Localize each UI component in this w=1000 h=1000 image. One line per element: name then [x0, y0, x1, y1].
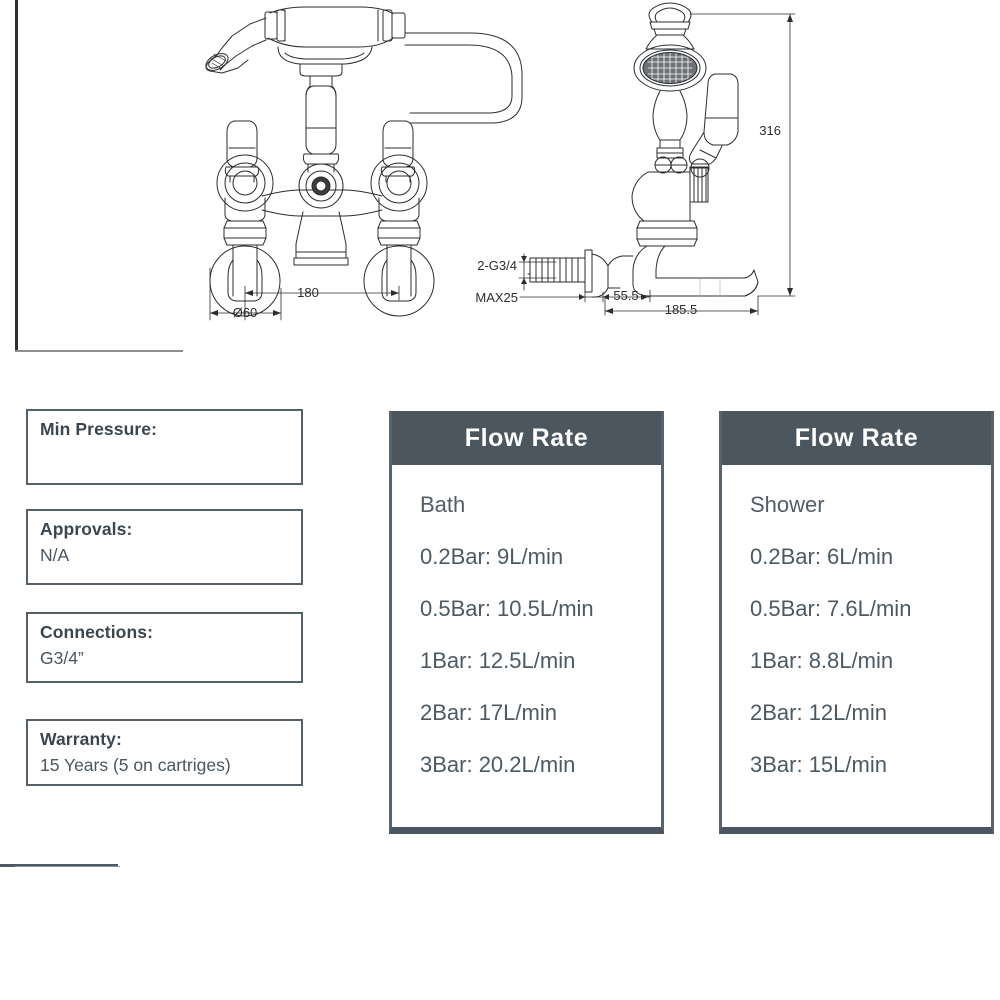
- spec-label-min-pressure: Min Pressure:: [40, 419, 158, 439]
- flow-rate-body-shower: Shower 0.2Bar: 6L/min 0.5Bar: 7.6L/min 1…: [722, 465, 991, 791]
- flow-rate-row: 0.5Bar: 10.5L/min: [420, 596, 594, 621]
- drawing-frame-left-rule: [15, 0, 18, 352]
- flow-rate-body-bath: Bath 0.2Bar: 9L/min 0.5Bar: 10.5L/min 1B…: [392, 465, 661, 791]
- spec-value-warranty: 15 Years (5 on cartriges): [40, 755, 231, 775]
- dimension-text-316: 316: [759, 123, 781, 138]
- flow-rate-row: 3Bar: 15L/min: [750, 752, 887, 777]
- flow-rate-row: 0.2Bar: 9L/min: [420, 544, 564, 569]
- flow-rate-row: 2Bar: 12L/min: [750, 700, 887, 725]
- flow-rate-panel-shower: Flow Rate Shower 0.2Bar: 6L/min 0.5Bar: …: [719, 411, 994, 834]
- faucet-technical-drawing: 180 Ø60 316 2-G3/4 MAX25 55.5 185.5: [205, 2, 796, 321]
- flow-rate-row: 1Bar: 12.5L/min: [420, 648, 576, 673]
- spec-box-approvals: Approvals: N/A: [26, 509, 303, 585]
- front-elevation-view: [205, 6, 523, 317]
- spec-value-connections: G3/4”: [40, 648, 84, 668]
- flow-rate-title-bath: Flow Rate: [464, 423, 589, 452]
- flow-rate-panel-bath: Flow Rate Bath 0.2Bar: 9L/min 0.5Bar: 10…: [389, 411, 664, 834]
- side-elevation-dimensions: [518, 13, 796, 316]
- flow-rate-subject-shower: Shower: [750, 492, 825, 517]
- spec-box-min-pressure: Min Pressure:: [26, 409, 303, 485]
- bottom-divider-rule-thin: [15, 866, 120, 867]
- flow-rate-row: 0.2Bar: 6L/min: [750, 544, 894, 569]
- flow-rate-row: 0.5Bar: 7.6L/min: [750, 596, 912, 621]
- spec-value-approvals: N/A: [40, 545, 70, 565]
- bottom-divider-rule: [0, 864, 118, 867]
- flow-rate-row: 1Bar: 8.8L/min: [750, 648, 894, 673]
- spec-label-connections: Connections:: [40, 622, 154, 642]
- spec-box-connections: Connections: G3/4”: [26, 612, 303, 683]
- flow-rate-subject-bath: Bath: [420, 492, 466, 517]
- spec-label-approvals: Approvals:: [40, 519, 133, 539]
- dimension-text-thread: 2-G3/4: [477, 258, 517, 273]
- flow-rate-row: 2Bar: 17L/min: [420, 700, 557, 725]
- dimension-text-max25: MAX25: [475, 290, 518, 305]
- dimension-text-flange-diameter: Ø60: [233, 305, 258, 320]
- side-elevation-view: [527, 2, 759, 298]
- front-elevation-dimensions: [209, 267, 400, 321]
- flow-rate-title-shower: Flow Rate: [794, 423, 919, 452]
- dimension-text-185-5: 185.5: [665, 302, 698, 317]
- flow-rate-row: 3Bar: 20.2L/min: [420, 752, 576, 777]
- technical-drawing-area: 180 Ø60 316 2-G3/4 MAX25 55.5 185.5: [0, 0, 1000, 360]
- spec-label-warranty: Warranty:: [40, 729, 122, 749]
- dimension-text-55-5: 55.5: [613, 288, 638, 303]
- drawing-frame-bottom-rule: [15, 350, 183, 352]
- dimension-text-180: 180: [297, 285, 319, 300]
- spec-box-warranty: Warranty: 15 Years (5 on cartriges): [26, 719, 303, 786]
- flow-rate-header-shower: Flow Rate: [722, 411, 991, 465]
- flow-rate-header-bath: Flow Rate: [392, 411, 661, 465]
